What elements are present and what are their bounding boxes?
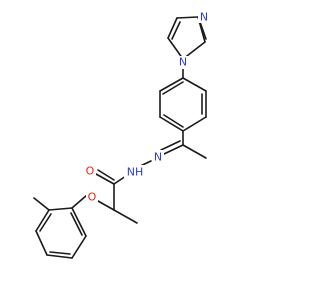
atom-label-o-ether: O [86,190,98,204]
atom-label-n-imidazole-attach: N [177,56,189,69]
molecule-structure: N N N NH O O [33,10,210,259]
svg-text:NH: NH [127,166,144,179]
svg-text:O: O [86,165,95,178]
svg-text:N: N [154,151,162,164]
svg-text:N: N [179,56,187,69]
tolyl-ring [33,194,88,259]
para-phenyl-ring [159,65,207,132]
alpha-carbon [97,200,138,224]
svg-text:N: N [200,11,208,24]
svg-text:O: O [88,191,97,204]
amide-group [95,169,127,211]
atom-label-n-imidazole-top: N [198,10,210,24]
atom-label-n-hydrazone-1: N [152,150,164,164]
atom-label-nh-hydrazone-2: NH [124,165,148,179]
atom-label-o-carbonyl: O [84,164,96,178]
hydrazone-linker [135,130,207,169]
